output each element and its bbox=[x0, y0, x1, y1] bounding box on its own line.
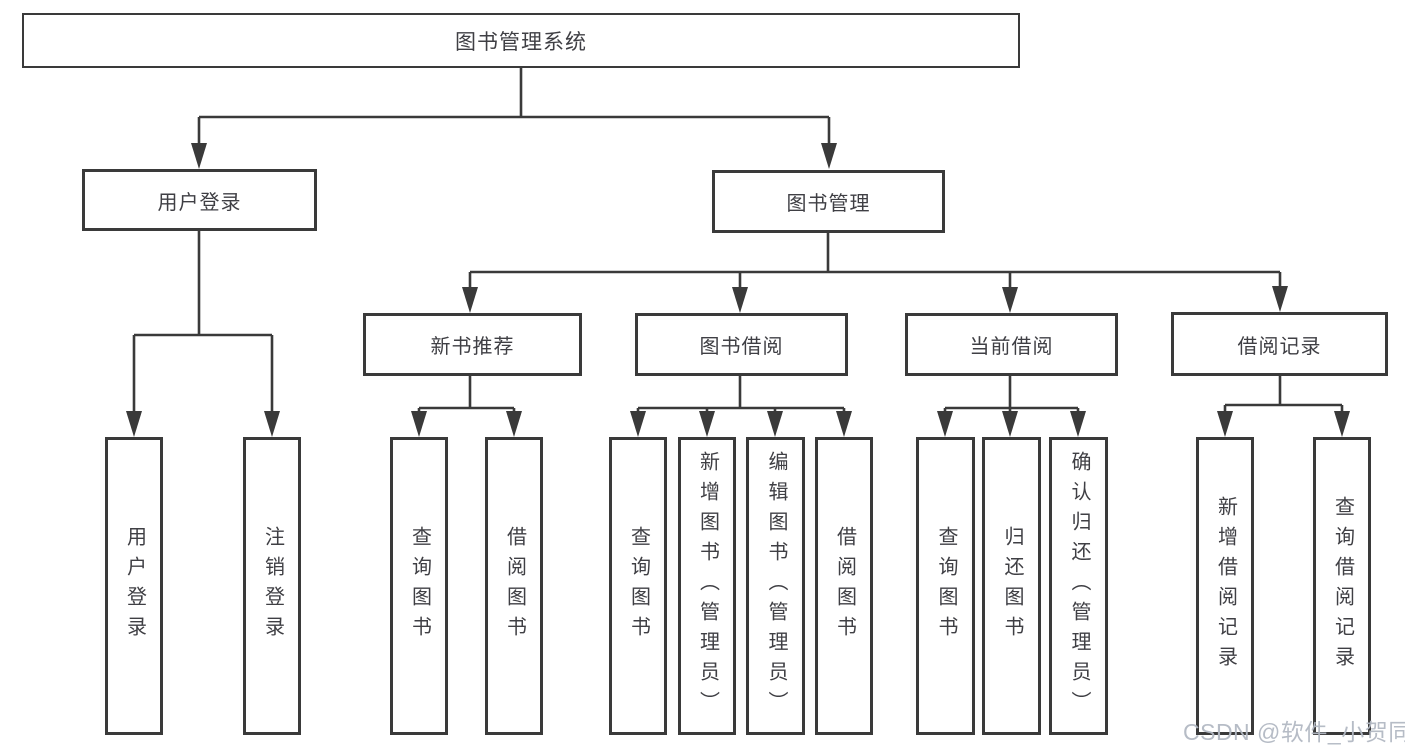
leaf-edit-books-admin: 编辑图书（管理员） bbox=[746, 437, 805, 735]
leaf-query-books-borrowing: 查询图书 bbox=[609, 437, 667, 735]
csdn-watermark: CSDN @软件_小贺同学 bbox=[1183, 719, 1405, 745]
leaf-confirm-return-admin: 确认归还（管理员） bbox=[1049, 437, 1108, 735]
leaf-query-borrow-record: 查询借阅记录 bbox=[1313, 437, 1371, 735]
leaf-add-books-admin: 新增图书（管理员） bbox=[678, 437, 736, 735]
node-new-book-recommendation: 新书推荐 bbox=[363, 313, 582, 376]
node-borrowing-records: 借阅记录 bbox=[1171, 312, 1388, 376]
node-book-borrowing: 图书借阅 bbox=[635, 313, 848, 376]
node-book-management: 图书管理 bbox=[712, 170, 945, 233]
leaf-borrow-books-newbook: 借阅图书 bbox=[485, 437, 543, 735]
leaf-query-books-newbook: 查询图书 bbox=[390, 437, 448, 735]
leaf-return-books: 归还图书 bbox=[982, 437, 1041, 735]
leaf-logout: 注销登录 bbox=[243, 437, 301, 735]
root-node: 图书管理系统 bbox=[22, 13, 1020, 68]
leaf-add-borrow-record: 新增借阅记录 bbox=[1196, 437, 1254, 735]
node-current-borrowing: 当前借阅 bbox=[905, 313, 1118, 376]
leaf-user-login: 用户登录 bbox=[105, 437, 163, 735]
leaf-query-books-current: 查询图书 bbox=[916, 437, 975, 735]
node-user-login: 用户登录 bbox=[82, 169, 317, 231]
leaf-borrow-books: 借阅图书 bbox=[815, 437, 873, 735]
